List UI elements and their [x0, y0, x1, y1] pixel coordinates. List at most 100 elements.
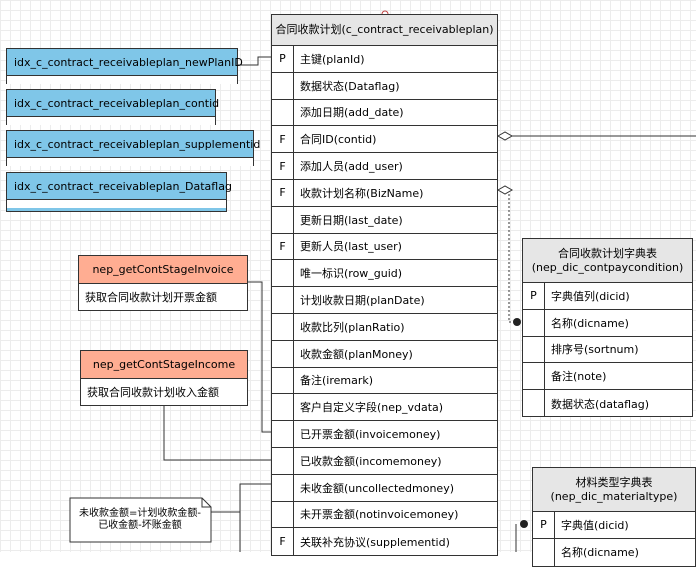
entity-title-line2: (nep_dic_materialtype) [550, 490, 678, 503]
field-row[interactable]: 备注(note) [523, 363, 692, 391]
note-fold [201, 498, 211, 508]
field-row[interactable]: 唯一标识(row_guid) [272, 260, 497, 288]
entity-materialtype[interactable]: 材料类型字典表 (nep_dic_materialtype) P 字典值(dici… [532, 467, 696, 567]
field-row[interactable]: 客户自定义字段(nep_vdata) [272, 394, 497, 422]
dict-relation-dot [513, 318, 521, 326]
connector-layer [163, 10, 696, 552]
field-name: 收款金额(planMoney) [300, 347, 413, 361]
entity-title-line1: 合同收款计划字典表 [558, 247, 657, 260]
entity-contpaycondition[interactable]: 合同收款计划字典表 (nep_dic_contpaycondition) P 字典… [522, 238, 693, 417]
key-marker [272, 421, 294, 447]
field-name: 数据状态(Dataflag) [300, 79, 400, 93]
field-name: 关联补充协议(supplementid) [300, 535, 450, 549]
field-name: 主键(planId) [300, 52, 365, 66]
entity-title-line1: 材料类型字典表 [575, 476, 653, 489]
note-shape [69, 497, 212, 543]
index-label: idx_c_contract_receivableplan_supplement… [14, 137, 261, 151]
field-row[interactable]: 已收款金额(incomemoney) [272, 447, 497, 475]
key-marker [272, 206, 294, 233]
procedure-title: nep_getContStageIncome [81, 351, 247, 379]
field-name: 未开票金额(notinvoicemoney) [300, 508, 459, 522]
field-name: 收款比列(planRatio) [300, 320, 405, 334]
field-row[interactable]: 排序号(sortnum) [523, 336, 692, 364]
invoice-proc-connector [248, 281, 272, 433]
index-box-dataflag[interactable]: idx_c_contract_receivableplan_Dataflag [6, 172, 232, 212]
index-label: idx_c_contract_receivableplan_newPlanID [14, 55, 243, 69]
field-row[interactable]: 数据状态(dataflag) [523, 390, 692, 417]
key-marker [272, 367, 294, 394]
income-proc-connector [163, 406, 272, 461]
key-marker: F [272, 153, 294, 179]
index-box-newplanid[interactable]: idx_c_contract_receivableplan_newPlanID [6, 48, 243, 84]
key-marker: F [272, 179, 294, 206]
field-row[interactable]: 未开票金额(notinvoicemoney) [272, 501, 497, 529]
field-row[interactable]: 名称(dicname) [533, 538, 695, 566]
key-marker: F [272, 528, 294, 556]
procedure-box-income[interactable]: nep_getContStageIncome 获取合同收款计划收入金额 [80, 350, 248, 406]
contid-diamond [496, 131, 514, 141]
index-tail [7, 75, 237, 84]
field-row[interactable]: 更新日期(last_date) [272, 206, 497, 234]
field-name: 已开票金额(invoicemoney) [300, 428, 441, 442]
key-marker: P [523, 283, 545, 309]
key-marker: F [272, 126, 294, 153]
key-marker [272, 313, 294, 340]
bizname-relation-line [508, 190, 520, 323]
key-marker [523, 309, 545, 336]
field-name: 未收金额(uncollectedmoney) [300, 481, 454, 495]
field-row[interactable]: 收款比列(planRatio) [272, 313, 497, 341]
field-row[interactable]: 备注(iremark) [272, 367, 497, 395]
calculation-note: 未收款金额=计划收款金额- 已收金额-坏账金额 [70, 498, 210, 542]
note-line-2: 已收金额-坏账金额 [98, 520, 182, 531]
entity-field-list: P 字典值列(dicid) 名称(dicname)排序号(sortnum)备注(no… [523, 283, 692, 417]
key-marker [272, 99, 294, 126]
field-row[interactable]: F 添加人员(add_user) [272, 153, 497, 180]
key-marker: P [533, 512, 555, 538]
field-row[interactable]: 计划收款日期(planDate) [272, 287, 497, 314]
index-tail [7, 116, 215, 125]
entity-title: 合同收款计划字典表 (nep_dic_contpaycondition) [523, 239, 692, 283]
entity-title-line2: (nep_dic_contpaycondition) [531, 261, 684, 274]
note-shape-layer [69, 497, 212, 543]
index-label: idx_c_contract_receivableplan_Dataflag [14, 179, 232, 193]
entity-field-list: P 字典值(dicid) 名称(dicname) [533, 512, 695, 566]
index-box-supplementid[interactable]: idx_c_contract_receivableplan_supplement… [6, 130, 261, 166]
field-name: 字典值列(dicid) [551, 289, 630, 303]
procedure-description: 获取合同收款计划收入金额 [87, 386, 219, 399]
index-tail [7, 199, 226, 208]
procedure-box-invoice[interactable]: nep_getContStageInvoice 获取合同收款计划开票金额 [78, 255, 248, 311]
key-marker: F [272, 233, 294, 260]
index-box-contid[interactable]: idx_c_contract_receivableplan_contid [6, 89, 219, 125]
field-row[interactable]: 名称(dicname) [523, 309, 692, 337]
field-row[interactable]: P 字典值列(dicid) [523, 283, 692, 310]
field-name: 字典值(dicid) [561, 518, 629, 532]
note-line-1: 未收款金额=计划收款金额- [79, 508, 201, 519]
field-row[interactable]: 收款金额(planMoney) [272, 340, 497, 368]
field-name: 添加人员(add_user) [300, 160, 403, 174]
entity-title: 材料类型字典表 (nep_dic_materialtype) [533, 468, 695, 512]
field-name: 更新人员(last_user) [300, 240, 402, 254]
field-row[interactable]: 添加日期(add_date) [272, 99, 497, 127]
field-row[interactable]: 未收金额(uncollectedmoney) [272, 474, 497, 502]
index-connector [237, 56, 272, 66]
material-relation-dot [520, 520, 528, 528]
field-name: 计划收款日期(planDate) [300, 294, 425, 308]
field-name: 唯一标识(row_guid) [300, 267, 403, 281]
field-row[interactable]: P 字典值(dicid) [533, 512, 695, 539]
field-row[interactable]: 已开票金额(invoicemoney) [272, 421, 497, 448]
field-name: 客户自定义字段(nep_vdata) [300, 401, 444, 415]
field-row[interactable]: F 更新人员(last_user) [272, 233, 497, 261]
key-marker [272, 394, 294, 421]
field-row[interactable]: F 关联补充协议(supplementid) [272, 528, 497, 556]
key-marker [272, 340, 294, 367]
field-row[interactable]: 数据状态(Dataflag) [272, 72, 497, 100]
key-marker [272, 447, 294, 474]
field-name: 添加日期(add_date) [300, 106, 404, 120]
key-marker [272, 474, 294, 501]
key-marker [272, 501, 294, 528]
